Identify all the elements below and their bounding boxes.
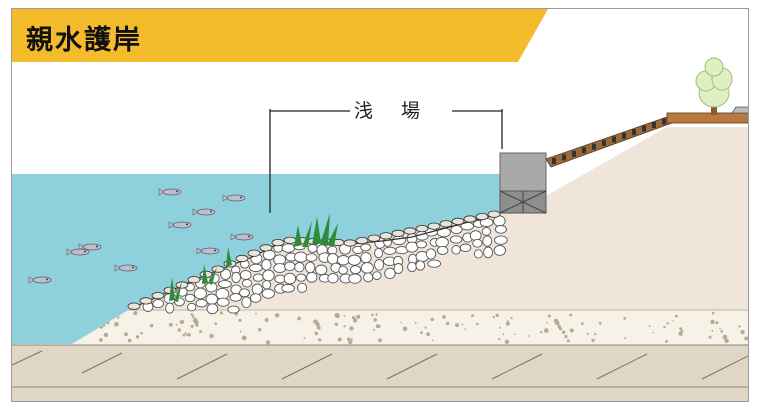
diagram-frame: 親水護岸 浅場 [11,8,749,402]
concrete-block [500,153,546,213]
bedrock-layer [12,345,749,402]
tree-icon [696,58,732,115]
gravel-layer [12,309,749,345]
shallow-area-label: 浅場 [350,99,452,123]
cross-section-illustration [12,9,749,402]
page-title: 親水護岸 [26,18,142,57]
